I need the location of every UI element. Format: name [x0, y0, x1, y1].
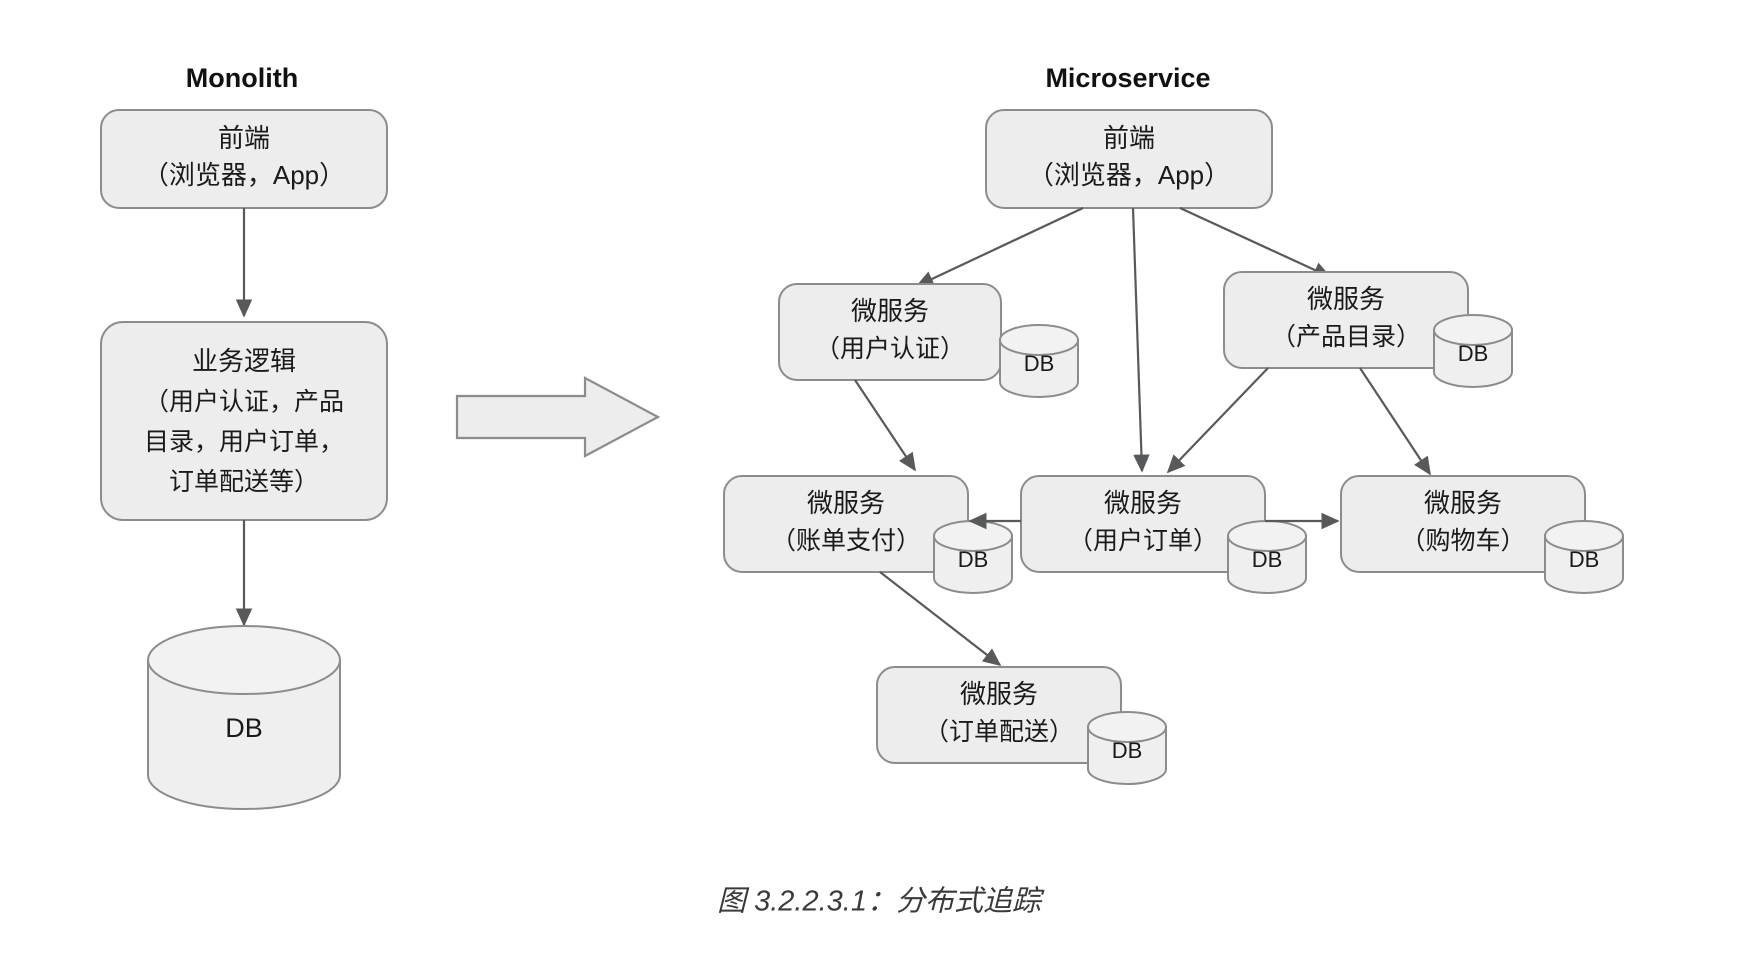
billing-service-db-cylinder-body — [933, 535, 1013, 594]
auth-service-line-2: （用户认证） — [815, 335, 965, 363]
monolith-database-node[interactable]: DB — [147, 625, 341, 810]
edge-frontend-to-catalog-service — [1179, 207, 1332, 278]
billing-service-line-2: （账单支付） — [771, 527, 921, 555]
delivery-service-line-1: 微服务 — [960, 679, 1038, 709]
catalog-service-node[interactable]: 微服务 （产品目录） — [1223, 271, 1469, 369]
edge-frontend-to-order-service — [1131, 207, 1150, 473]
microservice-frontend-line-2: （浏览器，App） — [1028, 160, 1230, 190]
delivery-service-line-2: （订单配送） — [924, 718, 1074, 746]
catalog-service-line-2: （产品目录） — [1271, 323, 1421, 351]
edge-frontend-to-auth-service — [915, 207, 1084, 287]
microservice-column-title: Microservice — [1045, 63, 1210, 93]
order-service-db-label: DB — [1252, 547, 1283, 572]
cart-service-database[interactable]: DB — [1544, 520, 1624, 594]
billing-service-line-1: 微服务 — [807, 488, 885, 518]
monolith-frontend-line-1: 前端 — [218, 123, 270, 153]
monolith-database-cylinder-top — [147, 625, 341, 695]
edge-catalog-service-to-cart-service — [1359, 367, 1431, 476]
delivery-service-node[interactable]: 微服务 （订单配送） — [876, 666, 1122, 764]
monolith-database-label: DB — [225, 713, 263, 743]
auth-service-box — [778, 283, 1002, 381]
delivery-service-db-cylinder-body — [1087, 726, 1167, 785]
transformation-block-arrow-icon — [455, 376, 661, 458]
monolith-business-logic-line-3: 目录，用户订单， — [144, 428, 344, 456]
microservice-frontend-node[interactable]: 前端 （浏览器，App） — [985, 109, 1273, 209]
cart-service-db-cylinder-body — [1544, 535, 1624, 594]
delivery-service-db-label: DB — [1112, 738, 1143, 763]
monolith-business-logic-node[interactable]: 业务逻辑 （用户认证，产品 目录，用户订单， 订单配送等） — [100, 321, 388, 521]
catalog-service-db-cylinder-top — [1433, 314, 1513, 346]
edge-auth-service-to-billing-service — [854, 379, 916, 472]
order-service-database[interactable]: DB — [1227, 520, 1307, 594]
billing-service-database[interactable]: DB — [933, 520, 1013, 594]
auth-service-node[interactable]: 微服务 （用户认证） — [778, 283, 1002, 381]
monolith-column-title: Monolith — [186, 63, 298, 93]
billing-service-db-label: DB — [958, 547, 989, 572]
delivery-service-db-cylinder-top — [1087, 711, 1167, 743]
auth-service-db-cylinder-top — [999, 324, 1079, 356]
figure-caption: 图 3.2.2.3.1：分布式追踪 — [717, 886, 1045, 918]
catalog-service-database[interactable]: DB — [1433, 314, 1513, 388]
catalog-service-db-cylinder-body — [1433, 329, 1513, 388]
delivery-service-database[interactable]: DB — [1087, 711, 1167, 785]
catalog-service-db-label: DB — [1458, 341, 1489, 366]
monolith-business-logic-line-2: （用户认证，产品 — [144, 388, 344, 416]
cart-service-node[interactable]: 微服务 （购物车） — [1340, 475, 1586, 573]
cart-service-db-cylinder-top — [1544, 520, 1624, 552]
edge-billing-service-to-delivery-service — [879, 571, 1002, 667]
monolith-business-logic-line-4: 订单配送等） — [169, 468, 319, 496]
edge-catalog-service-to-order-service — [1166, 367, 1269, 474]
cart-service-line-2: （购物车） — [1400, 527, 1525, 555]
cart-service-line-1: 微服务 — [1424, 488, 1502, 518]
auth-service-db-cylinder-body — [999, 339, 1079, 398]
cart-service-db-label: DB — [1569, 547, 1600, 572]
auth-service-database[interactable]: DB — [999, 324, 1079, 398]
order-service-line-2: （用户订单） — [1068, 527, 1218, 555]
monolith-business-logic-line-1: 业务逻辑 — [192, 346, 296, 376]
auth-service-db-label: DB — [1024, 351, 1055, 376]
monolith-frontend-node[interactable]: 前端 （浏览器，App） — [100, 109, 388, 209]
auth-service-line-1: 微服务 — [851, 296, 929, 326]
order-service-node[interactable]: 微服务 （用户订单） — [1020, 475, 1266, 573]
catalog-service-line-1: 微服务 — [1307, 284, 1385, 314]
monolith-database-cylinder-body — [147, 659, 341, 810]
billing-service-node[interactable]: 微服务 （账单支付） — [723, 475, 969, 573]
monolith-frontend-line-2: （浏览器，App） — [143, 160, 345, 190]
order-service-db-cylinder-body — [1227, 535, 1307, 594]
order-service-line-1: 微服务 — [1104, 488, 1182, 518]
microservice-frontend-box — [985, 109, 1273, 209]
microservice-frontend-line-1: 前端 — [1103, 123, 1155, 153]
